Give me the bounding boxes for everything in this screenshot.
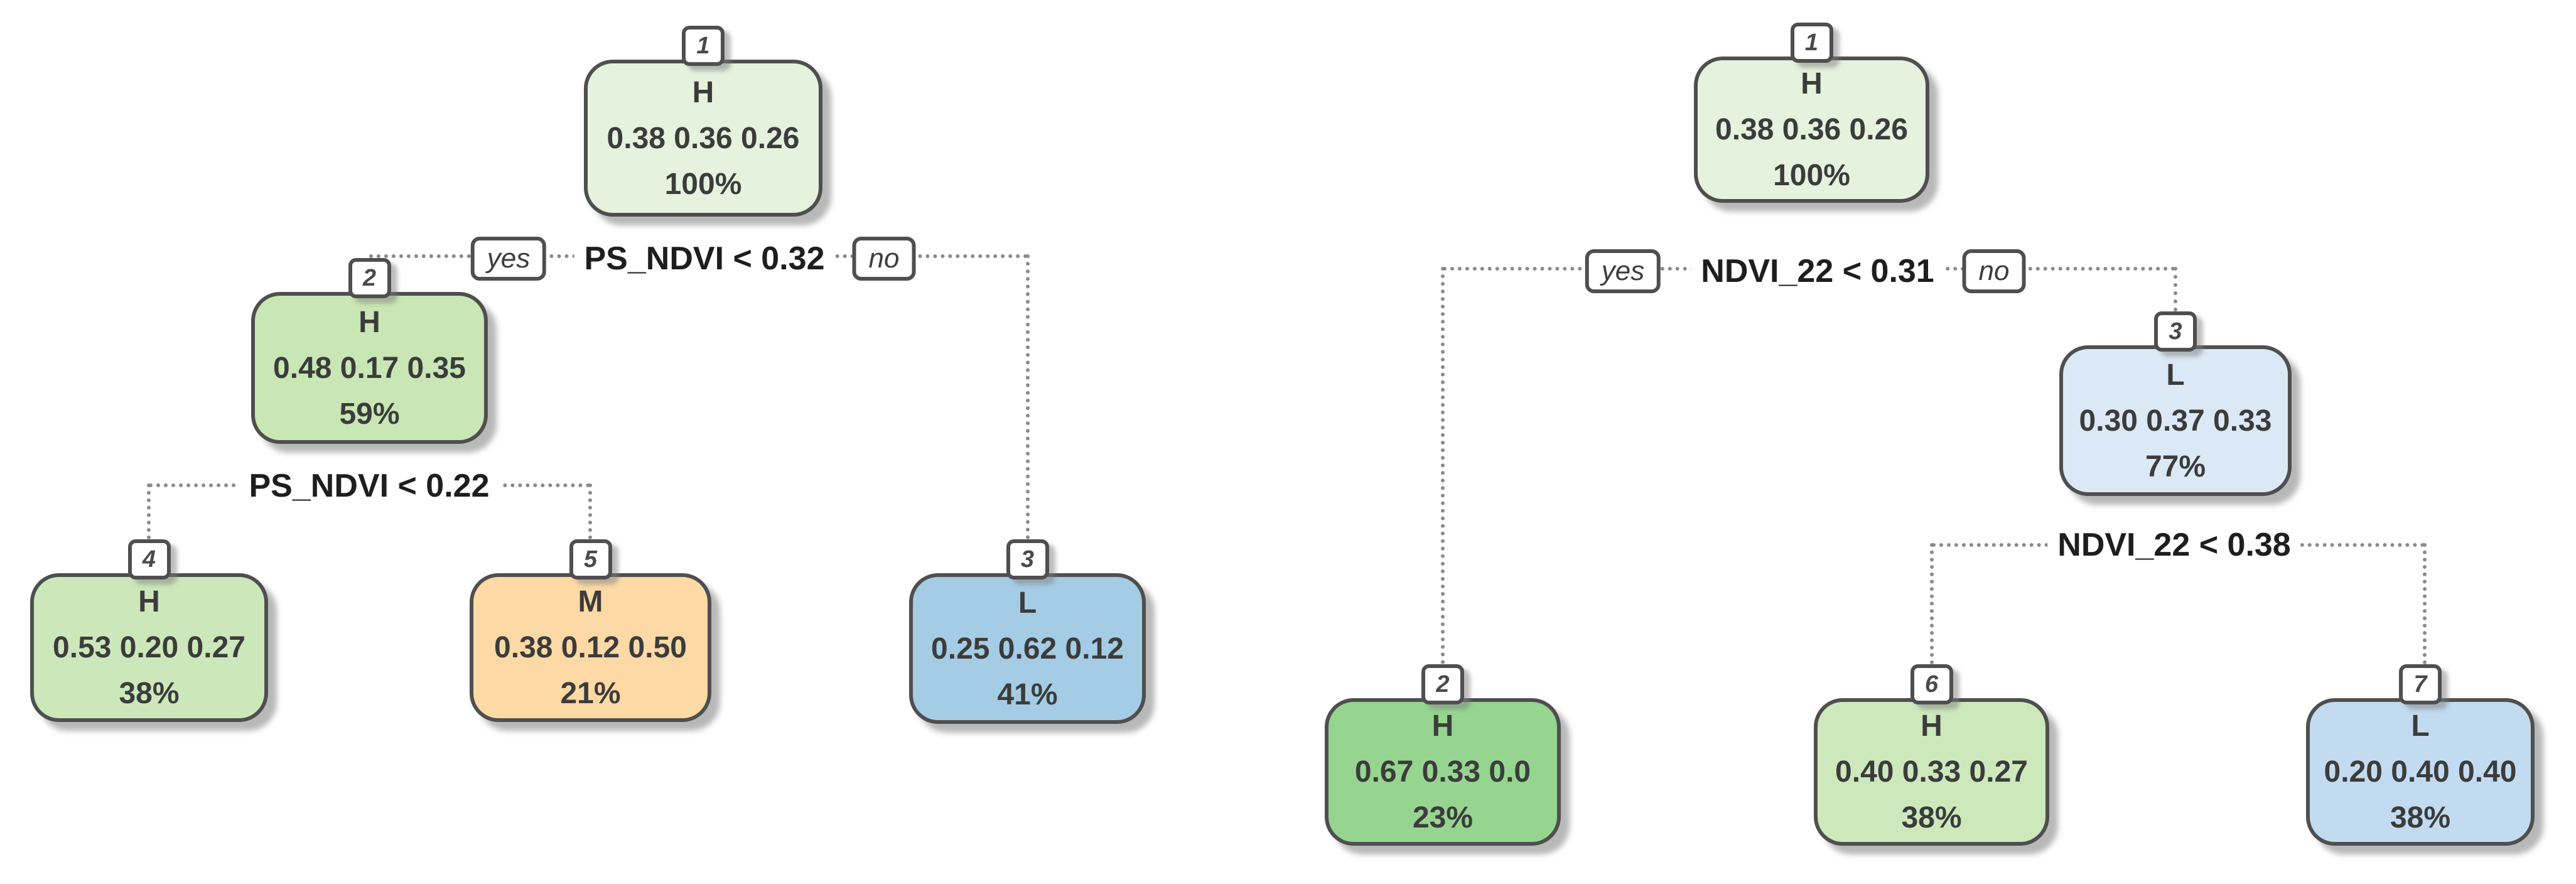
tree-node: 6 H 0.40 0.33 0.27 38% [1814,664,2049,846]
node-probabilities: 0.20 0.40 0.40 [2324,755,2517,789]
node-number-badge: 6 [1910,664,1953,704]
tree-node: 1 H 0.38 0.36 0.26 100% [584,26,822,217]
node-number-badge: 2 [1421,664,1464,704]
node-number-badge: 3 [2154,311,2197,352]
branch-line-vertical [1930,543,1934,664]
node-probabilities: 0.67 0.33 0.0 [1354,755,1531,789]
node-probabilities: 0.40 0.33 0.27 [1835,755,2028,789]
node-number-badge: 5 [569,539,612,579]
node-coverage: 41% [997,677,1058,711]
node-class-label: H [138,585,160,618]
node-probabilities: 0.38 0.36 0.26 [606,121,800,155]
node-number-badge: 1 [1790,23,1833,63]
node-class-label: L [1018,586,1037,620]
yes-badge: yes [1585,249,1661,293]
node-class-label: L [2166,358,2185,392]
branch-line-vertical [2423,543,2427,664]
node-class-label: H [692,75,714,109]
node-class-label: H [1431,709,1454,743]
split-condition-label: PS_NDVI < 0.32 [574,240,835,278]
node-number-badge: 7 [2399,664,2442,704]
node-coverage: 100% [664,167,742,201]
node-coverage: 100% [1773,159,1850,192]
tree-node: 3 L 0.25 0.62 0.12 41% [909,539,1146,724]
node-class-label: L [2411,709,2430,743]
node-probabilities: 0.38 0.12 0.50 [494,631,687,664]
node-number-badge: 4 [127,539,171,579]
node-coverage: 38% [119,677,180,710]
node-number-badge: 3 [1006,539,1049,579]
node-class-label: H [358,305,380,339]
no-badge: no [852,237,916,281]
tree-node: 2 H 0.67 0.33 0.0 23% [1325,664,1561,846]
branch-line-vertical [588,483,592,539]
node-probabilities: 0.38 0.36 0.26 [1715,113,1908,146]
split-condition-label: PS_NDVI < 0.22 [239,467,500,505]
tree-node: 5 M 0.38 0.12 0.50 21% [470,539,711,722]
node-probabilities: 0.48 0.17 0.35 [273,351,466,385]
node-probabilities: 0.30 0.37 0.33 [2079,404,2272,438]
branch-line-vertical [1441,267,1445,664]
node-class-label: M [578,585,603,618]
node-coverage: 77% [2145,450,2206,483]
node-coverage: 38% [1901,801,1962,834]
branch-line-vertical [1026,254,1030,539]
node-coverage: 38% [2390,801,2451,834]
tree-node: 2 H 0.48 0.17 0.35 59% [251,258,488,444]
tree-node: 3 L 0.30 0.37 0.33 77% [2059,311,2292,496]
tree-node: 4 H 0.53 0.20 0.27 38% [30,539,268,722]
node-class-label: H [1801,67,1823,100]
split-condition-label: NDVI_22 < 0.31 [1691,252,1944,290]
node-probabilities: 0.25 0.62 0.12 [931,632,1124,666]
node-number-badge: 1 [682,26,725,66]
split-condition-label: NDVI_22 < 0.38 [2047,526,2301,564]
tree-node: 1 H 0.38 0.36 0.26 100% [1694,23,1929,203]
node-coverage: 59% [339,397,400,431]
branch-line-vertical [147,483,151,539]
no-badge: no [1962,249,2026,293]
node-class-label: H [1921,709,1943,743]
tree-node: 7 L 0.20 0.40 0.40 38% [2306,664,2535,846]
node-coverage: 23% [1412,801,1474,834]
node-number-badge: 2 [348,258,391,298]
node-probabilities: 0.53 0.20 0.27 [53,631,245,664]
node-coverage: 21% [560,677,621,710]
yes-badge: yes [470,237,547,281]
branch-line-vertical [2174,267,2177,311]
